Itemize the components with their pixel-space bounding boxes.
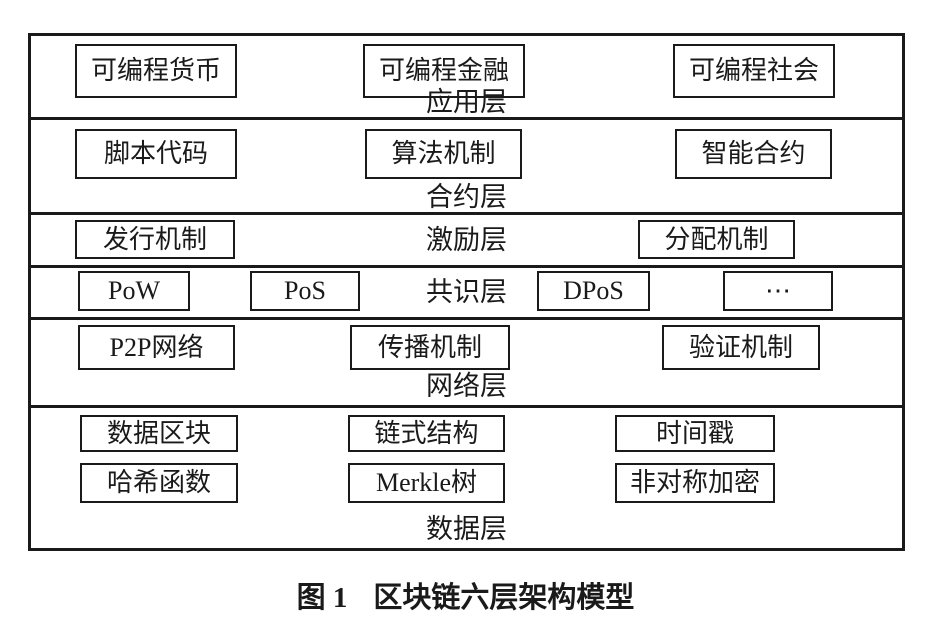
application-layer-label: 应用层 [426,87,507,117]
architecture-diagram-frame: 可编程货币 可编程金融 可编程社会 应用层 脚本代码 算法机制 智能合约 合约层… [28,33,905,551]
figure-caption: 图 1 区块链六层架构模型 [0,582,931,615]
consensus-layer-label: 共识层 [426,277,507,307]
figure-number: 图 1 [296,582,348,614]
contract-layer: 脚本代码 算法机制 智能合约 合约层 [31,120,902,215]
figure-title: 区块链六层架构模型 [373,582,635,614]
network-layer: P2P网络 传播机制 验证机制 网络层 [31,320,902,408]
data-layer: 数据区块 链式结构 时间戳 哈希函数 Merkle树 非对称加密 数据层 [31,408,902,548]
consensus-layer: PoW PoS DPoS ⋯ 共识层 [31,268,902,320]
box-programmable-currency: 可编程货币 [75,44,237,98]
box-p2p-network: P2P网络 [78,325,235,370]
box-asymmetric-encryption: 非对称加密 [615,463,775,503]
box-script-code: 脚本代码 [75,129,237,179]
box-pow: PoW [78,271,190,311]
box-propagation-mechanism: 传播机制 [350,325,510,370]
application-layer: 可编程货币 可编程金融 可编程社会 应用层 [31,36,902,120]
box-pos: PoS [250,271,360,311]
box-verification-mechanism: 验证机制 [662,325,820,370]
box-dpos: DPoS [537,271,650,311]
box-programmable-society: 可编程社会 [673,44,835,98]
incentive-layer: 发行机制 分配机制 激励层 [31,215,902,268]
network-layer-label: 网络层 [426,371,507,401]
box-merkle-tree: Merkle树 [348,463,505,503]
box-issuance-mechanism: 发行机制 [75,220,235,259]
box-ellipsis: ⋯ [723,271,833,311]
incentive-layer-label: 激励层 [426,224,507,255]
data-layer-label: 数据层 [426,514,507,544]
box-timestamp: 时间戳 [615,415,775,452]
box-chain-structure: 链式结构 [348,415,505,452]
box-smart-contract: 智能合约 [675,129,832,179]
box-programmable-finance: 可编程金融 [363,44,525,98]
box-distribution-mechanism: 分配机制 [638,220,795,259]
box-algorithm-mechanism: 算法机制 [365,129,522,179]
box-hash-function: 哈希函数 [80,463,238,503]
contract-layer-label: 合约层 [426,182,507,212]
box-data-block: 数据区块 [80,415,238,452]
